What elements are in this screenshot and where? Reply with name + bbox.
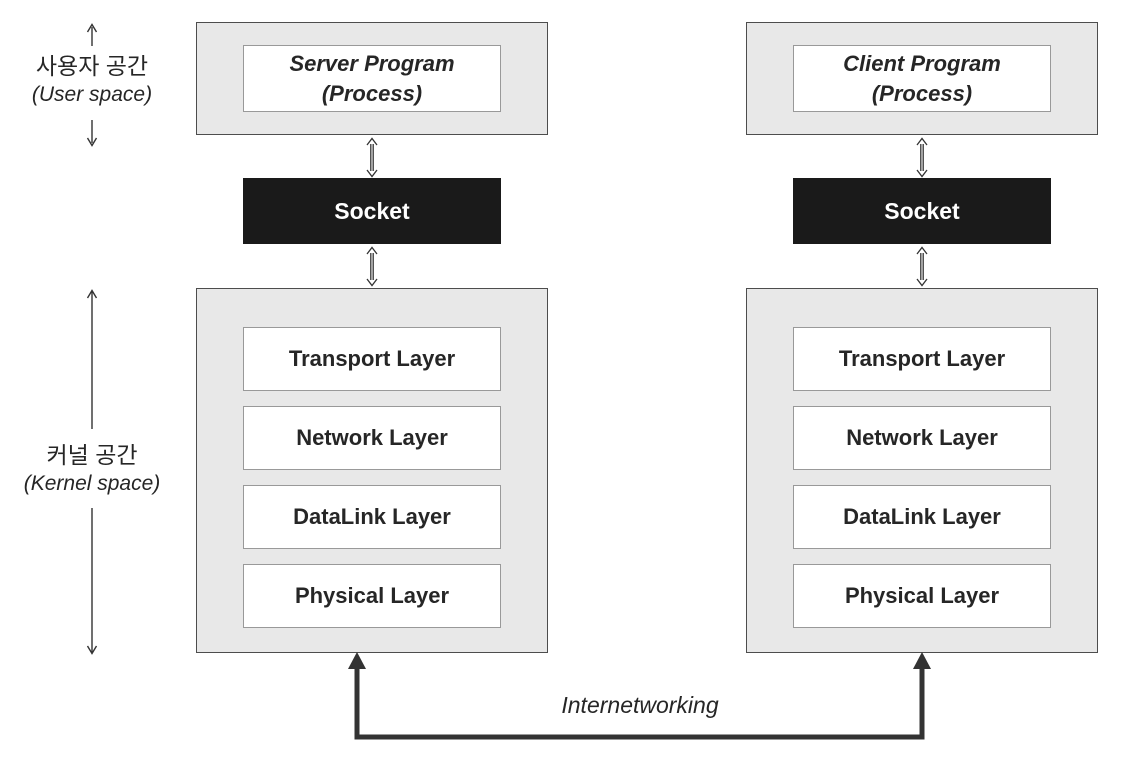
- client-transport-layer-label: Transport Layer: [838, 346, 1006, 371]
- client-program-title-line2: (Process): [871, 80, 973, 106]
- client-socket-kernel-arrow: [916, 246, 928, 287]
- user-space-label-english: (User space): [31, 83, 153, 106]
- server-program-box: Server Program (Process): [243, 45, 501, 112]
- client-socket-box: Socket: [793, 178, 1051, 244]
- user-space-label-korean: 사용자 공간: [35, 53, 149, 79]
- server-socket-kernel-arrow: [366, 246, 378, 287]
- kernel-space-label: 커널 공간 (Kernel space): [0, 440, 184, 498]
- client-physical-layer-label: Physical Layer: [844, 583, 1000, 608]
- client-program-socket-arrow: [916, 137, 928, 178]
- client-program-title-line1: Client Program: [843, 50, 1001, 76]
- server-network-layer-box: Network Layer: [243, 406, 501, 470]
- server-network-layer-label: Network Layer: [296, 425, 448, 450]
- server-datalink-layer-label: DataLink Layer: [293, 504, 451, 529]
- server-program-socket-arrow: [366, 137, 378, 178]
- server-transport-layer-box: Transport Layer: [243, 327, 501, 391]
- server-program-title-line1: Server Program: [289, 50, 455, 76]
- server-physical-layer-label: Physical Layer: [294, 583, 450, 608]
- client-socket-label: Socket: [884, 197, 960, 224]
- server-transport-layer-label: Transport Layer: [288, 346, 456, 371]
- client-transport-layer-box: Transport Layer: [793, 327, 1051, 391]
- client-datalink-layer-label: DataLink Layer: [843, 504, 1001, 529]
- kernel-space-label-korean: 커널 공간: [46, 442, 138, 468]
- user-space-label: 사용자 공간 (User space): [12, 51, 172, 109]
- client-program-box: Client Program (Process): [793, 45, 1051, 112]
- client-datalink-layer-box: DataLink Layer: [793, 485, 1051, 549]
- server-socket-label: Socket: [334, 197, 410, 224]
- server-program-title-line2: (Process): [321, 80, 423, 106]
- kernel-space-label-english: (Kernel space): [23, 472, 161, 495]
- client-network-layer-box: Network Layer: [793, 406, 1051, 470]
- client-network-layer-label: Network Layer: [846, 425, 998, 450]
- internetworking-label: Internetworking: [561, 692, 719, 718]
- client-physical-layer-box: Physical Layer: [793, 564, 1051, 628]
- server-datalink-layer-box: DataLink Layer: [243, 485, 501, 549]
- server-physical-layer-box: Physical Layer: [243, 564, 501, 628]
- server-socket-box: Socket: [243, 178, 501, 244]
